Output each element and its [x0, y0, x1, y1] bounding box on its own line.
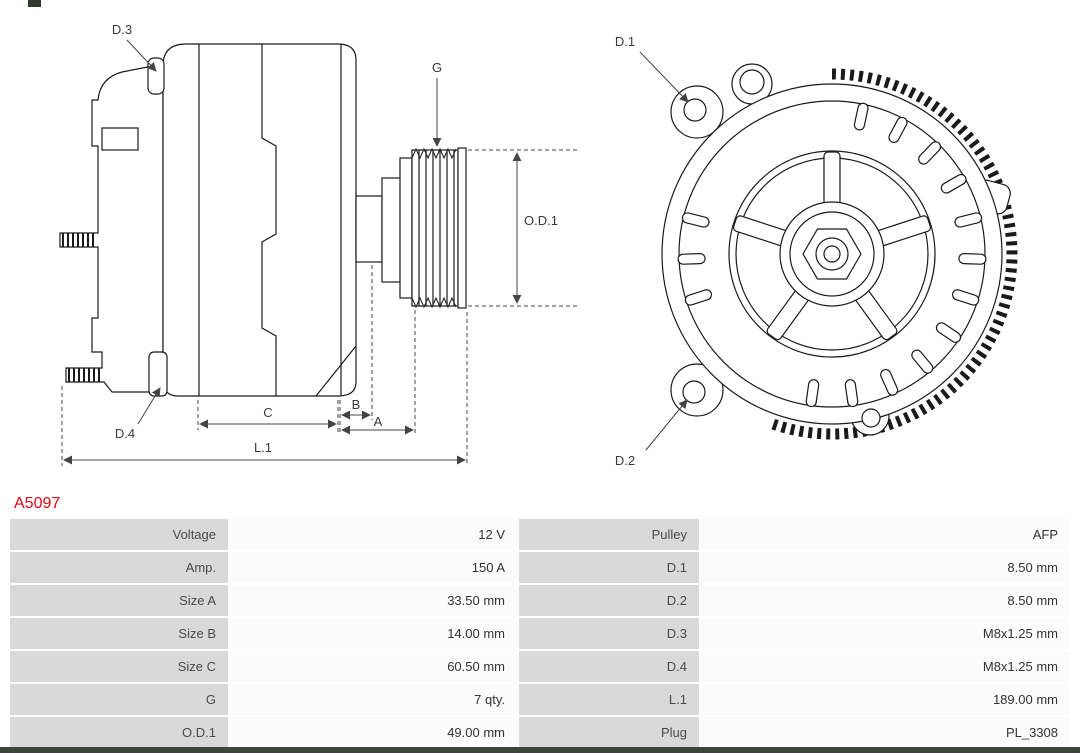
spec-value: PL_3308: [701, 717, 1070, 748]
spec-value: 14.00 mm: [230, 618, 517, 649]
spec-row: Size C 60.50 mm D.4 M8x1.25 mm: [10, 651, 1070, 682]
spec-table: Voltage 12 V Pulley AFP Amp. 150 A D.1 8…: [0, 519, 1080, 748]
spec-value: 189.00 mm: [701, 684, 1070, 715]
d3-label: D.3: [112, 22, 132, 37]
d1-leader-line: [639, 51, 689, 103]
spec-label: Voltage: [10, 519, 228, 550]
c-extension-lines: [197, 400, 339, 434]
d3-leader-line: [126, 39, 157, 72]
spec-value: 8.50 mm: [701, 585, 1070, 616]
spec-label: O.D.1: [10, 717, 228, 748]
side-view-labels: D.3 D.4 G O.D.1 C B A L.1: [112, 22, 558, 455]
d4-label: D.4: [115, 426, 135, 441]
pulley-serration-bottom: [411, 296, 457, 309]
spec-row: G 7 qty. L.1 189.00 mm: [10, 684, 1070, 715]
shaft-circle: [815, 237, 849, 271]
spec-label: D.1: [519, 552, 699, 583]
a-label: A: [374, 414, 383, 429]
d2-label: D.2: [615, 453, 635, 468]
spec-label: D.3: [519, 618, 699, 649]
spec-row: Voltage 12 V Pulley AFP: [10, 519, 1070, 550]
spec-value: M8x1.25 mm: [701, 651, 1070, 682]
spec-label: Size B: [10, 618, 228, 649]
bottom-right-hole: [861, 408, 881, 428]
rear-housing: [59, 63, 164, 393]
b-extension-line: [339, 265, 373, 434]
body-section-lines: [198, 44, 342, 396]
d1-label: D.1: [615, 34, 635, 49]
spec-label: Pulley: [519, 519, 699, 550]
spec-row: Size A 33.50 mm D.2 8.50 mm: [10, 585, 1070, 616]
pulley-flange-left: [399, 157, 413, 299]
pulley-rib-lines: [418, 150, 455, 306]
mount-ear-top: [147, 57, 165, 95]
top-hole: [739, 69, 765, 95]
shaft-collar: [381, 177, 403, 283]
spec-value: 8.50 mm: [701, 552, 1070, 583]
d1-hole: [683, 98, 707, 122]
corner-artifact: [28, 0, 41, 7]
spec-value: 33.50 mm: [230, 585, 517, 616]
c-label: C: [263, 405, 272, 420]
g-label: G: [432, 60, 442, 75]
rear-view-labels: D.1 D.2: [615, 34, 635, 468]
od1-extension-lines: [468, 149, 580, 307]
spec-row: Size B 14.00 mm D.3 M8x1.25 mm: [10, 618, 1070, 649]
spec-value: 7 qty.: [230, 684, 517, 715]
spec-label: D.2: [519, 585, 699, 616]
spec-value: 150 A: [230, 552, 517, 583]
pulley-serration-top: [411, 147, 457, 160]
part-number: A5097: [14, 495, 61, 512]
l1-label: L.1: [254, 440, 272, 455]
spec-value: 12 V: [230, 519, 517, 550]
footer-strip: [0, 747, 1080, 753]
od1-label: O.D.1: [524, 213, 558, 228]
l1-extension-lines: [61, 312, 468, 466]
spec-label: Plug: [519, 717, 699, 748]
technical-drawing: D.3 D.4 G O.D.1 C B A L.1: [59, 22, 1018, 468]
spec-value: 49.00 mm: [230, 717, 517, 748]
spec-row: Amp. 150 A D.1 8.50 mm: [10, 552, 1070, 583]
side-view-dimensions: [61, 39, 580, 466]
spec-label: Size C: [10, 651, 228, 682]
d2-hole: [682, 380, 706, 404]
spec-value: M8x1.25 mm: [701, 618, 1070, 649]
rear-housing-vent: [101, 127, 139, 151]
alternator-body: [162, 43, 357, 397]
rear-view-dimensions: [639, 51, 689, 451]
body-step-line: [261, 44, 277, 396]
spec-row: O.D.1 49.00 mm Plug PL_3308: [10, 717, 1070, 748]
spec-label: D.4: [519, 651, 699, 682]
pulley-flange-right: [457, 147, 467, 309]
mount-foot-bottom: [148, 351, 168, 397]
spec-label: L.1: [519, 684, 699, 715]
spec-value: 60.50 mm: [230, 651, 517, 682]
side-view-drawing: [59, 43, 467, 397]
spec-label: Size A: [10, 585, 228, 616]
rear-view-drawing: [661, 63, 1018, 440]
shaft: [355, 195, 383, 263]
hub-inner: [789, 211, 875, 297]
body-front-diagonal: [315, 345, 357, 397]
shaft-center: [823, 245, 841, 263]
d2-leader-line: [645, 399, 688, 451]
spec-label: Amp.: [10, 552, 228, 583]
spec-value: AFP: [701, 519, 1070, 550]
shaft-nut-hex: [802, 228, 862, 280]
spec-label: G: [10, 684, 228, 715]
b-label: B: [352, 397, 361, 412]
d4-leader-line: [137, 387, 161, 425]
pulley-rib-section: [411, 149, 459, 307]
housing-inner-ring: [678, 100, 986, 408]
